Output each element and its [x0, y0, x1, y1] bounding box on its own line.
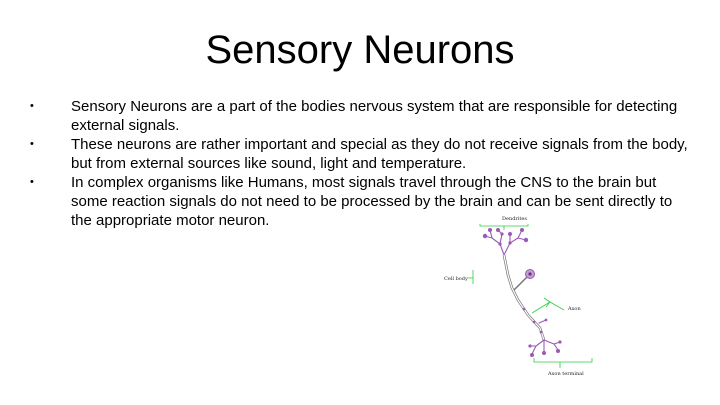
axon-pointer — [531, 297, 565, 314]
bullet-text: These neurons are rather important and s… — [71, 136, 688, 172]
cell-body — [513, 269, 535, 291]
terminal-knobs — [528, 318, 562, 357]
cell-body-bracket — [468, 270, 474, 284]
cell-body-label: Cell body — [444, 276, 468, 282]
axon-terminal-label: Axon terminal — [547, 371, 584, 377]
bullet-icon: • — [30, 176, 34, 188]
dendrites — [484, 229, 527, 256]
myelin-markers — [522, 307, 543, 334]
dendrites-label: Dendrites — [502, 216, 527, 222]
slide-title: Sensory Neurons — [205, 28, 515, 72]
bullet-text: In complex organisms like Humans, most s… — [71, 174, 673, 229]
sensory-neuron-diagram: Dendrites — [444, 216, 593, 377]
axon-segment — [502, 254, 520, 301]
bullet-item: • These neurons are rather important and… — [30, 135, 690, 173]
bullet-list: • Sensory Neurons are a part of the bodi… — [30, 97, 690, 230]
bullet-item: • Sensory Neurons are a part of the bodi… — [30, 97, 690, 135]
axon-segment — [503, 254, 519, 301]
bullet-icon: • — [30, 138, 34, 150]
dendrite-tips — [482, 228, 529, 246]
bullet-text: Sensory Neurons are a part of the bodies… — [71, 98, 678, 134]
dendrite-bracket — [479, 224, 529, 230]
axon-label: Axon — [567, 306, 581, 312]
axon-terminals — [529, 319, 561, 355]
bullet-icon: • — [30, 100, 34, 112]
axon-terminal-bracket — [533, 358, 593, 368]
bullet-item: • In complex organisms like Humans, most… — [30, 173, 690, 230]
